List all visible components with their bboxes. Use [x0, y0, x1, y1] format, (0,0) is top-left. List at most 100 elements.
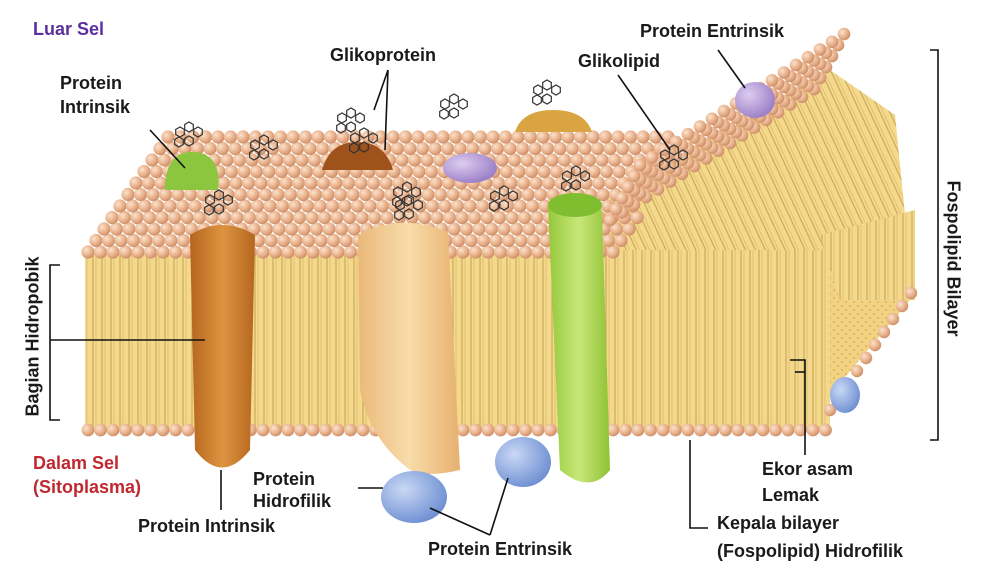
phospholipid-head	[491, 176, 506, 190]
phospholipid-head	[106, 245, 120, 259]
hydrophilic-head-label-1: Kepala bilayer	[717, 513, 840, 533]
phospholipid-head	[469, 423, 482, 437]
phospholipid-head	[238, 199, 252, 213]
sugar-ring	[542, 79, 552, 91]
phospholipid-head	[541, 176, 556, 190]
phospholipid-head	[125, 199, 140, 213]
sugar-ring	[571, 165, 581, 177]
phospholipid-head	[318, 245, 333, 259]
phospholipid-head	[264, 233, 278, 248]
phospholipid-head	[398, 130, 413, 144]
sugar-ring	[458, 98, 468, 110]
phospholipid-head	[492, 210, 507, 225]
sugar-ring	[359, 127, 369, 139]
phospholipid-head	[481, 245, 495, 259]
phospholipid-head	[150, 199, 165, 213]
phospholipid-head	[590, 141, 605, 156]
leader-lines	[49, 49, 939, 536]
hydrophilic-head-label-2: (Fospolipid) Hidrofilik	[717, 541, 903, 561]
phospholipid-head	[486, 130, 500, 144]
phospholipid-head	[280, 210, 294, 225]
phospholipid-head	[279, 176, 293, 190]
phospholipid-head	[801, 50, 815, 64]
phospholipid-head	[101, 233, 116, 248]
sugar-ring	[439, 108, 449, 120]
phospholipid-head	[868, 338, 882, 352]
sugar-ring	[440, 98, 450, 110]
intrinsic-protein-brown	[190, 225, 255, 468]
phospholipid-head	[415, 141, 430, 156]
phospholipid-head	[142, 210, 157, 225]
phospholipid-head	[225, 199, 240, 213]
phospholipid-head	[303, 141, 317, 156]
phospholipid-head	[526, 233, 541, 248]
sugar-ring	[508, 190, 518, 202]
phospholipid-head	[161, 130, 175, 144]
phospholipid-head	[171, 187, 185, 202]
phospholipid-head	[114, 233, 128, 248]
phospholipid-head	[478, 141, 492, 156]
phospholipid-head	[269, 423, 282, 437]
phospholipid-head	[525, 199, 540, 213]
phospholipid-head	[499, 164, 514, 179]
extrinsic-protein-blue-3	[830, 377, 860, 413]
phospholipid-head	[270, 153, 284, 167]
phospholipid-head	[512, 164, 526, 179]
phospholipid-head	[217, 210, 232, 225]
phospholipid-head	[447, 222, 461, 236]
phospholipid-head	[273, 130, 288, 144]
inside-cell-label: Dalam Sel	[33, 453, 120, 473]
intrinsic-protein-top-label-2: Intrinsik	[60, 97, 131, 117]
phospholipid-head	[293, 245, 308, 259]
phospholipid-head	[603, 213, 617, 227]
phospholipid-head	[489, 233, 503, 248]
sugar-ring	[413, 199, 423, 211]
sugar-ring	[184, 135, 194, 147]
phospholipid-head	[138, 199, 152, 213]
phospholipid-head	[291, 176, 306, 190]
phospholipid-head	[904, 286, 918, 300]
phospholipid-head	[346, 187, 360, 202]
phospholipid-head	[211, 130, 225, 144]
phospholipid-head	[517, 210, 532, 225]
phospholipid-head	[636, 130, 650, 144]
phospholipid-head	[769, 423, 782, 437]
sugar-ring	[669, 158, 679, 170]
fatty-acid-tail-label-1: Ekor asam	[762, 459, 854, 479]
phospholipid-head	[524, 164, 539, 179]
phospholipid-head	[859, 351, 873, 365]
phospholipid-head	[503, 141, 517, 156]
phospholipid-head	[518, 245, 533, 259]
phospholipid-head	[511, 130, 525, 144]
intrinsic-protein-green-top	[548, 193, 602, 217]
phospholipid-head	[506, 245, 520, 259]
sugar-ring	[355, 112, 365, 124]
phospholipid-head	[609, 202, 623, 216]
phospholipid-head	[756, 423, 770, 437]
sugar-ring	[571, 179, 581, 191]
phospholipid-head	[164, 233, 178, 248]
phospholipid-head	[271, 187, 285, 202]
phospholipid-head	[521, 187, 535, 202]
hydrophilic-protein-label-2: Hidrofilik	[253, 491, 332, 511]
phospholipid-head	[719, 423, 732, 437]
sugar-ring	[402, 195, 412, 207]
phospholipid-head	[149, 164, 164, 179]
phospholipid-head	[475, 199, 490, 213]
phospholipid-head	[175, 199, 190, 213]
phospholipid-head	[440, 141, 455, 156]
phospholipid-head	[379, 176, 393, 190]
phospholipid-head	[233, 187, 248, 202]
phospholipid-head	[606, 423, 620, 437]
phospholipid-head	[176, 233, 191, 248]
sugar-ring	[184, 121, 194, 133]
phospholipid-head	[528, 141, 542, 156]
phospholipid-head	[531, 245, 545, 259]
phospholipid-head	[329, 176, 343, 190]
phospholipid-head	[472, 222, 486, 236]
phospholipid-head	[298, 130, 313, 144]
phospholipid-head	[93, 245, 108, 259]
sugar-ring	[346, 107, 356, 119]
phospholipid-head	[296, 187, 310, 202]
phospholipid-head	[523, 130, 538, 144]
